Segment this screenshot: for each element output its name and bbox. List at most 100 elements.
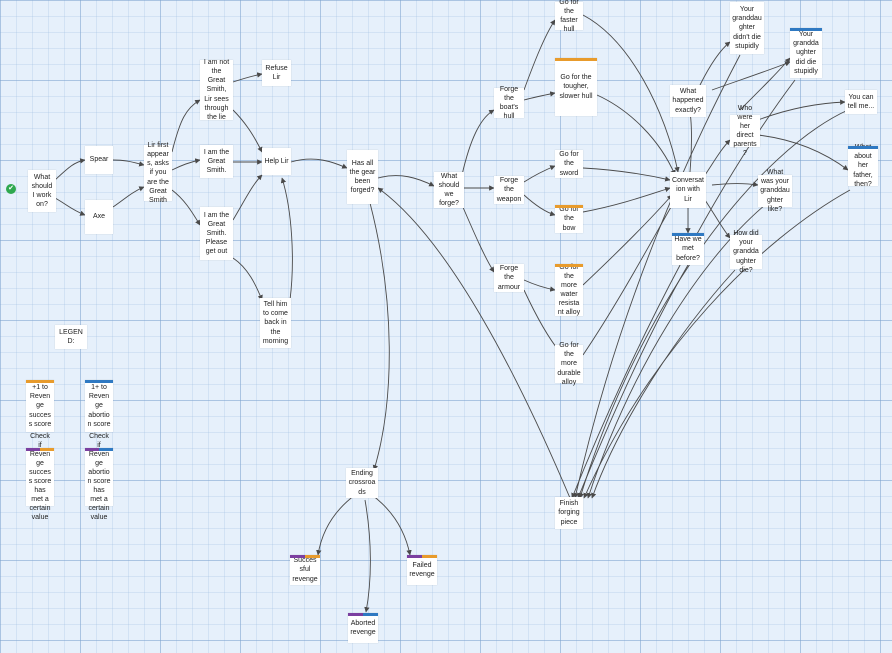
node-failed[interactable]: Failed revenge: [407, 555, 437, 585]
node-what-work[interactable]: What should I work on?: [28, 170, 56, 212]
node-how-die[interactable]: How did your granddaughter die?: [730, 230, 762, 274]
node-didnt-die[interactable]: Your granddaughter didn't die stupidly: [730, 2, 764, 54]
node-forge-armour[interactable]: Forge the armour: [494, 264, 524, 292]
check-revenge-marker: [290, 555, 305, 558]
edge-notsmith-help: [232, 109, 263, 153]
node-label: Go for the tougher, slower hull: [559, 74, 593, 100]
node-granddaughter-like[interactable]: What was your granddaughter like?: [758, 169, 792, 213]
edge-help-gear: [290, 158, 348, 169]
node-what-happened[interactable]: What happened exactly?: [670, 85, 706, 117]
abortion-score-marker: [672, 233, 704, 236]
edge-durable-conv: [582, 199, 676, 356]
edge-spear-lir: [112, 159, 145, 167]
node-label: Finish forging piece: [558, 500, 580, 526]
node-label: Go for the more durable alloy: [557, 342, 581, 386]
legend-text: Check if Revenge abortion score has met …: [87, 432, 111, 522]
node-gear-forged[interactable]: Has all the gear been forged?: [347, 150, 378, 204]
node-label: Successful revenge: [292, 557, 318, 583]
node-finish-forging[interactable]: Finish forging piece: [555, 497, 583, 529]
edge-hull-faster: [523, 19, 556, 91]
edge-like-finish: [586, 204, 766, 499]
node-not-smith[interactable]: I am not the Great Smith, Lir sees throu…: [200, 59, 233, 121]
edge-conv-like: [711, 181, 759, 187]
edge-work-axe: [54, 197, 86, 216]
node-did-die[interactable]: Your granddaughter did die stupidly: [790, 28, 822, 78]
edge-smithout-help: [232, 174, 263, 221]
node-conversation[interactable]: Conversation with Lir: [670, 172, 706, 208]
legend-text: 1+ to Revenge abortion score: [87, 384, 111, 428]
node-am-smith[interactable]: I am the Great Smith.: [200, 145, 233, 178]
edge-conv-happened: [688, 111, 694, 173]
legend-orange-swatch: [26, 380, 54, 383]
node-bow[interactable]: Go for the bow: [555, 205, 583, 233]
node-aborted[interactable]: Aborted revenge: [348, 613, 378, 643]
node-water-alloy[interactable]: Go for the more water resistant alloy: [555, 264, 583, 316]
node-tell-morning[interactable]: Tell him to come back in the morning: [260, 298, 291, 348]
check-abortion-marker: [363, 613, 378, 616]
edge-axe-lir: [112, 186, 145, 208]
legend-purple-swatch: [26, 448, 40, 451]
node-label: Forge the weapon: [496, 177, 522, 203]
edge-gear-ending: [369, 202, 390, 471]
node-her-father[interactable]: What about her father, then?: [848, 144, 878, 188]
check-revenge-marker: [407, 555, 422, 558]
node-what-forge[interactable]: What should we forge?: [434, 172, 464, 208]
node-successful[interactable]: Successful revenge: [290, 555, 320, 585]
edge-how-finish: [591, 269, 736, 499]
node-forge-hull[interactable]: Forge the boat's hull: [494, 86, 524, 120]
legend-check-abortion: Check if Revenge abortion score has met …: [85, 433, 113, 521]
revenge-score-marker: [555, 264, 583, 267]
edge-conv-parents: [704, 139, 731, 176]
check-abortion-marker: [348, 613, 363, 616]
edge-faster-conv: [582, 14, 680, 173]
node-label: Help Lir: [264, 157, 289, 165]
legend-title: LEGEND:: [55, 325, 87, 349]
node-help-lir[interactable]: Help Lir: [262, 148, 291, 175]
legend-text: Check if Revenge success score has met a…: [28, 432, 52, 522]
node-axe[interactable]: Axe: [85, 200, 113, 234]
legend-text: +1 to Revenge success score: [28, 384, 52, 428]
node-label: Who were her direct parents?: [733, 104, 757, 158]
node-lir-appears[interactable]: Lir first appears, asks if you are the G…: [144, 142, 172, 204]
node-label: What should I work on?: [31, 173, 53, 209]
node-faster-hull[interactable]: Go for the faster hull: [555, 0, 583, 33]
node-label: Go for the bow: [559, 206, 579, 232]
node-label: Your granddaughter did die stupidly: [793, 31, 819, 75]
node-spear[interactable]: Spear: [85, 146, 113, 174]
check-circle-icon: ✔: [6, 184, 16, 194]
node-sword[interactable]: Go for the sword: [555, 150, 583, 178]
node-label: How did your granddaughter die?: [733, 230, 759, 274]
legend-check-revenge: Check if Revenge success score has met a…: [26, 433, 54, 521]
node-label: I am the Great Smith. Please get out: [203, 211, 230, 256]
legend-plus-revenge: +1 to Revenge success score: [26, 380, 54, 432]
edge-met-finish: [577, 264, 689, 499]
node-direct-parents[interactable]: Who were her direct parents?: [730, 105, 760, 157]
edge-sword-conv: [582, 167, 671, 182]
edge-tougher-conv: [596, 94, 676, 176]
node-label: Have we met before?: [674, 236, 702, 262]
node-am-smith-out[interactable]: I am the Great Smith. Please get out: [200, 207, 233, 260]
edge-tell-finish: [578, 109, 849, 499]
edge-smithout-tell: [232, 257, 263, 301]
node-durable-alloy[interactable]: Go for the more durable alloy: [555, 342, 583, 386]
node-refuse-lir[interactable]: Refuse Lir: [262, 60, 291, 86]
node-label: What happened exactly?: [672, 88, 704, 114]
node-met-before[interactable]: Have we met before?: [672, 233, 704, 265]
node-label: Forge the armour: [497, 265, 521, 291]
legend-title-text: LEGEND:: [59, 328, 83, 345]
node-ending[interactable]: Ending crossroads: [346, 468, 378, 498]
edge-ending-success: [316, 494, 356, 556]
edge-parents-tell: [757, 99, 846, 121]
node-forge-weapon[interactable]: Forge the weapon: [494, 176, 524, 204]
edge-hull-tougher: [523, 91, 556, 101]
edge-lir-amsmith: [171, 158, 201, 171]
edge-tell-help: [280, 177, 293, 301]
node-tell-me[interactable]: You can tell me...: [845, 90, 877, 114]
edge-ending-failed: [371, 494, 412, 556]
node-label: Tell him to come back in the morning: [262, 301, 289, 345]
node-tougher-hull[interactable]: Go for the tougher, slower hull: [555, 58, 597, 116]
edge-lir-smithout: [171, 189, 201, 226]
node-label: What about her father, then?: [853, 144, 873, 188]
